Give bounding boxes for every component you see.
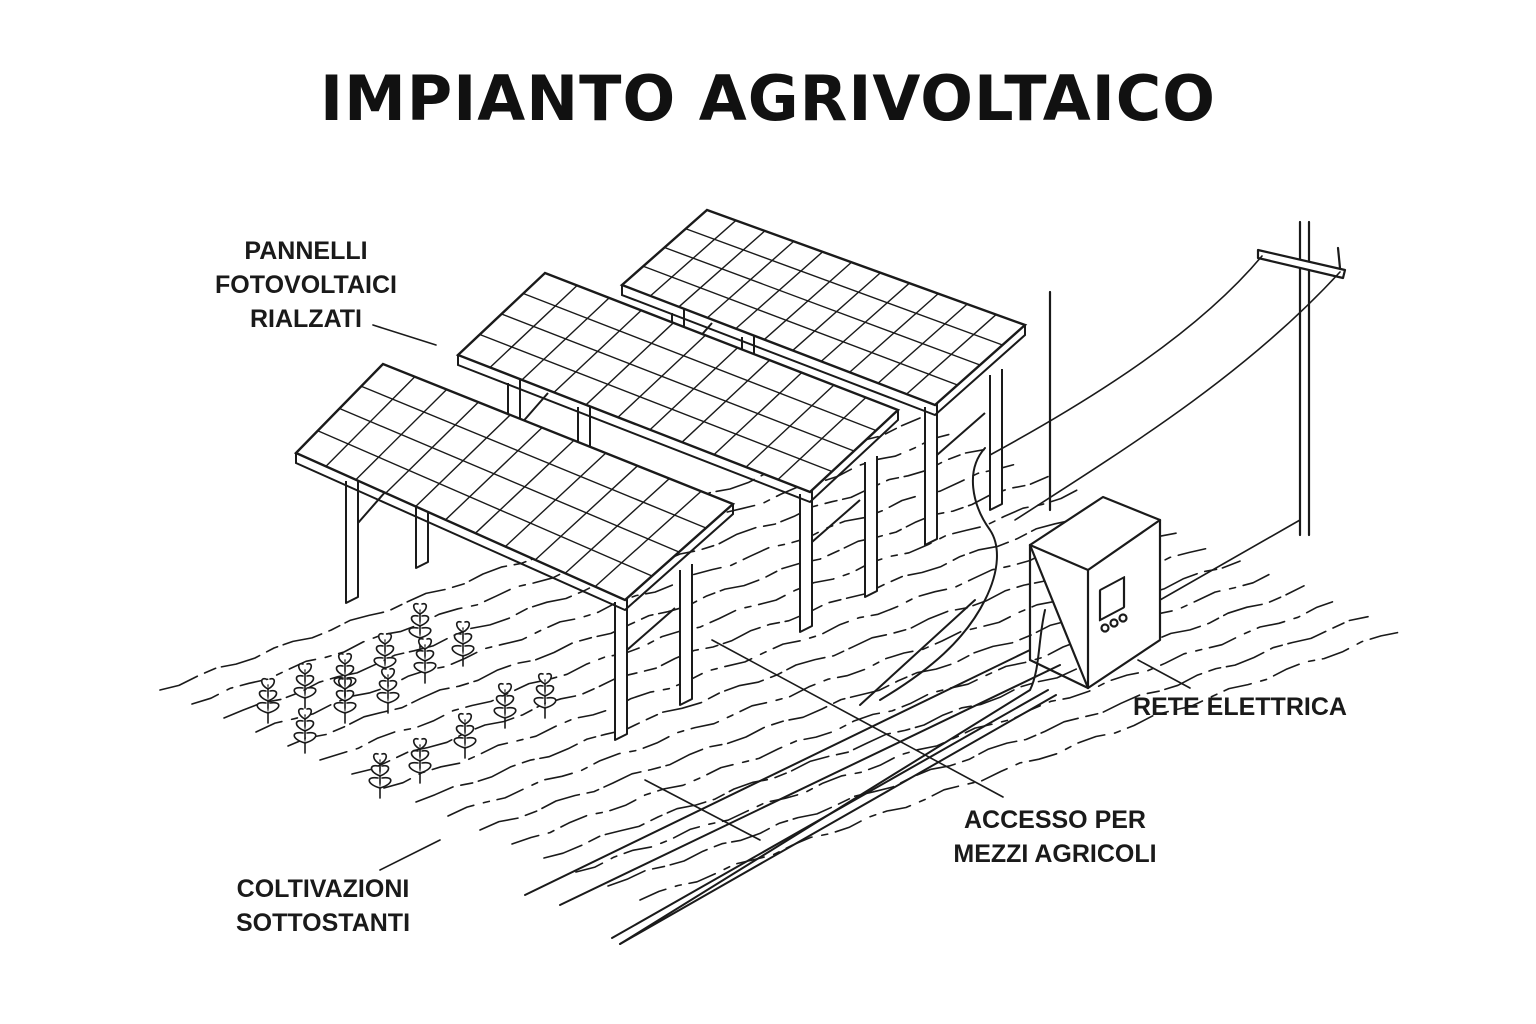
panel-cell-row [643, 265, 958, 386]
panel-leg [799, 488, 813, 633]
panel-cell-col [355, 388, 448, 481]
panel-leg [345, 475, 359, 604]
furrow-line [543, 585, 1305, 859]
panel-brace [357, 490, 676, 651]
panel-cell-col [415, 414, 511, 507]
solar-panel-icon [455, 271, 901, 633]
panel-cell-col [906, 314, 997, 395]
crop-plants [256, 602, 557, 799]
panel-cell-col [445, 427, 543, 521]
panel-cell-col [649, 347, 739, 431]
panel-edge [457, 355, 899, 504]
panel-edge [621, 285, 1026, 417]
furrow-line [383, 516, 1145, 789]
crop-plant-icon [293, 662, 317, 709]
furrow-line [607, 615, 1369, 887]
crop-plant-icon [408, 737, 432, 784]
panel-cell-col [792, 272, 881, 351]
leader-lines [372, 324, 1191, 871]
utility-pole-icon [1256, 220, 1347, 537]
panel-cell-row [339, 407, 680, 553]
panel-cell-row [317, 430, 653, 577]
panel-leg [864, 456, 878, 598]
panel-leg [415, 499, 429, 569]
inverter-cabinet-icon [1028, 290, 1162, 690]
crop-plant-icon [413, 637, 437, 684]
grid-power-lines [989, 255, 1341, 601]
crop-plant-icon [451, 620, 475, 667]
panels-label: PANNELLI FOTOVOLTAICI RIALZATI [215, 237, 397, 333]
panel-cell-col [681, 359, 771, 443]
panel-cell-col [489, 284, 578, 368]
panel-leg [989, 369, 1003, 511]
panel-cell-col [649, 219, 737, 297]
panel-cell-col [594, 490, 702, 588]
furrow-line [575, 599, 1337, 873]
cabinet-feed-cable [619, 609, 1046, 945]
panel-cell-col [713, 372, 803, 456]
panel-cell-col [385, 401, 479, 494]
panel-cell-col [877, 303, 968, 384]
panel-cell-col [564, 478, 670, 574]
panel-cable [879, 447, 998, 701]
crop-plant-icon [376, 667, 400, 714]
furrow-line [639, 631, 1401, 901]
furrow-line [287, 475, 1049, 747]
panel-cell-row [664, 246, 981, 366]
panel-cell-row [479, 333, 833, 473]
panel-cell-col [474, 439, 575, 534]
panel-cell-row [522, 292, 877, 432]
crop-plant-icon [256, 677, 280, 724]
furrow-line [319, 487, 1081, 761]
panel-cell-row [501, 313, 855, 452]
crop-plant-icon [293, 707, 317, 754]
panel-cell-col [777, 397, 867, 481]
panel-cell-row [685, 228, 1003, 346]
solar-arrays [293, 208, 1028, 741]
panel-cell-col [678, 230, 766, 308]
panel-cell-col [553, 309, 642, 393]
panel-leg [614, 596, 628, 741]
panel-cell-col [820, 282, 910, 362]
crop-plant-icon [453, 712, 477, 759]
furrow-line [255, 463, 1017, 733]
panel-cell-col [706, 240, 795, 319]
crop-plant-icon [373, 632, 397, 679]
diagram-title: IMPIANTO AGRIVOLTAICO [320, 62, 1216, 135]
solar-panel-icon [293, 362, 736, 741]
panel-cell-col [735, 251, 824, 330]
crop-plant-icon [368, 752, 392, 799]
panel-edge [295, 453, 734, 612]
panel-cell-col [534, 465, 639, 561]
panel-cell-col [585, 322, 674, 406]
panel-cell-col [745, 384, 835, 468]
crop-plant-icon [333, 677, 357, 724]
panel-cell-col [763, 261, 853, 341]
crop-plant-icon [493, 682, 517, 729]
panel-cell-col [325, 376, 416, 467]
panel-cell-col [849, 293, 939, 373]
crop-plant-icon [533, 672, 557, 719]
panel-cell-col [504, 452, 607, 548]
panel-cell-col [521, 297, 610, 381]
panel-cell-row [360, 385, 707, 529]
panel-cell-col [617, 334, 706, 418]
crops-label: COLTIVAZIONI SOTTOSTANTI [235, 875, 411, 937]
access-label: ACCESSO PER MEZZI AGRICOLI [953, 806, 1157, 868]
panel-leg [924, 401, 938, 546]
crop-plant-icon [408, 602, 432, 649]
panel-leg [679, 564, 693, 706]
furrow-line [351, 501, 1113, 775]
grid-label: RETE ELETTRICA [1133, 693, 1347, 721]
